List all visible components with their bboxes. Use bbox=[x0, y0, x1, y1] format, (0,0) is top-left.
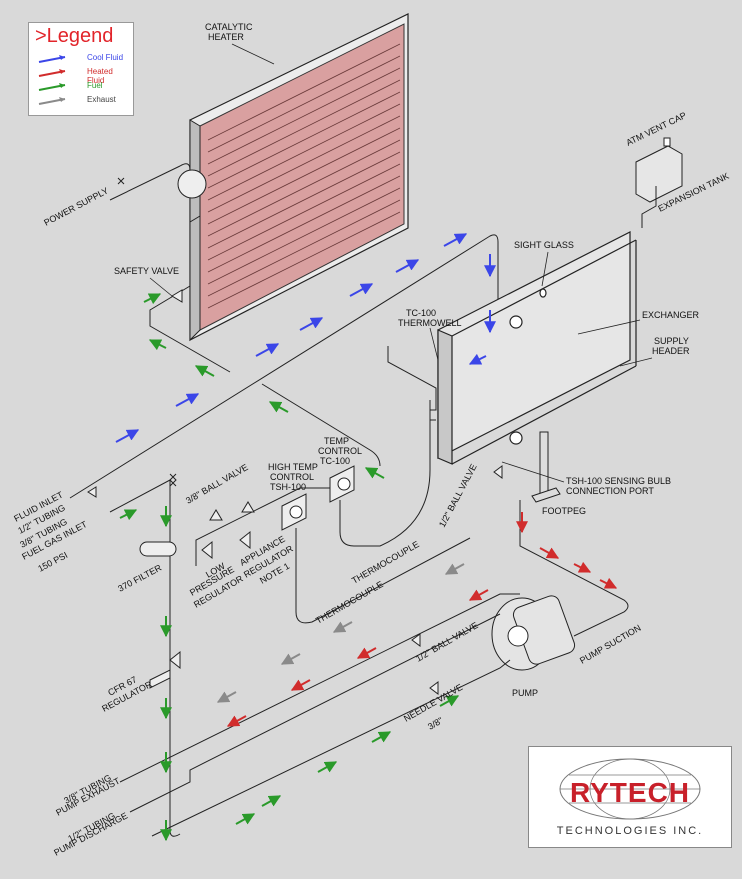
heated-return-pipe bbox=[261, 383, 381, 467]
lower-pipes bbox=[119, 500, 629, 837]
catalytic-heater bbox=[189, 13, 409, 342]
label-supply-header-2: HEADER bbox=[652, 346, 690, 356]
label-tsh-bulb-2: CONNECTION PORT bbox=[566, 486, 654, 496]
legend-item-exhaust: Exhaust bbox=[35, 95, 131, 107]
legend-title: >Legend bbox=[35, 25, 114, 47]
label-high-temp-1: HIGH TEMP bbox=[268, 462, 318, 472]
logo-wordmark: RYTECH bbox=[569, 777, 691, 808]
label-ball-valve-top: 1/2" BALL VALVE bbox=[437, 462, 479, 529]
heat-exchanger bbox=[437, 231, 637, 465]
label-needle-valve-2: 3/8" bbox=[426, 715, 445, 732]
footpeg bbox=[531, 431, 561, 503]
pump bbox=[491, 595, 576, 671]
label-supply-header-1: SUPPLY bbox=[654, 336, 689, 346]
label-power-supply: POWER SUPPLY bbox=[42, 185, 110, 227]
rytech-logo: RYTECH TECHNOLOGIES INC. bbox=[528, 746, 732, 848]
safety-valve-line bbox=[149, 215, 231, 373]
legend-item-cool: Cool Fluid bbox=[35, 53, 131, 65]
label-safety-valve: SAFETY VALVE bbox=[114, 266, 179, 276]
control-boxes bbox=[281, 465, 355, 531]
label-sight-glass: SIGHT GLASS bbox=[514, 240, 574, 250]
label-ball-valve-mid: 1/2" BALL VALVE bbox=[414, 620, 480, 664]
label-high-temp-2: CONTROL bbox=[270, 472, 314, 482]
expansion-tank bbox=[635, 137, 683, 228]
exhaust-arrows bbox=[216, 563, 465, 703]
thermocouple-wires bbox=[295, 420, 471, 624]
legend-label: Heated Fluid bbox=[87, 67, 113, 85]
label-footpeg: FOOTPEG bbox=[542, 506, 586, 516]
cool-arrow-icon bbox=[38, 55, 66, 63]
leader-lines bbox=[149, 43, 653, 483]
label-pump-discharge: PUMP DISCHARGE bbox=[52, 811, 129, 858]
globe-icon bbox=[559, 758, 701, 820]
thermowell-bracket bbox=[387, 346, 437, 421]
filter-icon bbox=[139, 541, 177, 557]
cool-fluid-arrows bbox=[115, 233, 496, 443]
label-tc100-1: TC-100 bbox=[406, 308, 436, 318]
label-high-temp-3: TSH-100 bbox=[270, 482, 306, 492]
label-tsh-bulb-1: TSH-100 SENSING BULB bbox=[566, 476, 671, 486]
exhaust-arrow-icon bbox=[38, 97, 66, 105]
label-atm-vent-cap: ATM VENT CAP bbox=[624, 110, 687, 148]
regulator-icon bbox=[149, 501, 255, 689]
legend-label: Fuel bbox=[87, 81, 103, 90]
heated-fluid-arrows bbox=[226, 512, 618, 727]
label-temp-control-1: TEMP bbox=[324, 436, 349, 446]
label-pump: PUMP bbox=[512, 688, 538, 698]
label-psi: 150 PSI bbox=[36, 550, 69, 574]
legend: >Legend Cool Fluid Heated Fluid Fuel Exh… bbox=[28, 22, 134, 116]
heated-arrow-icon bbox=[38, 69, 66, 77]
label-exchanger: EXCHANGER bbox=[642, 310, 700, 320]
fuel-arrow-icon bbox=[38, 83, 66, 91]
label-tc100-2: THERMOWELL bbox=[398, 318, 462, 328]
logo-subtitle: TECHNOLOGIES INC. bbox=[556, 825, 704, 837]
label-thermocouple-b: THERMOCOUPLE bbox=[314, 579, 385, 626]
label-three-eighths-ball-valve: 3/8" BALL VALVE bbox=[184, 462, 250, 506]
label-catalytic-heater-1: CATALYTIC bbox=[205, 22, 253, 32]
power-supply-line bbox=[109, 163, 207, 201]
label-temp-control-3: TC-100 bbox=[320, 456, 350, 466]
legend-item-fuel: Fuel bbox=[35, 81, 131, 93]
legend-label: Exhaust bbox=[87, 95, 116, 104]
label-filter: 370 FILTER bbox=[116, 562, 163, 594]
legend-item-heated: Heated Fluid bbox=[35, 67, 131, 85]
fluid-inlet-pipe bbox=[69, 234, 499, 499]
label-catalytic-heater-2: HEATER bbox=[208, 32, 244, 42]
fuel-line bbox=[109, 473, 340, 837]
label-temp-control-2: CONTROL bbox=[318, 446, 362, 456]
valve-icons-lower bbox=[411, 465, 503, 695]
legend-label: Cool Fluid bbox=[87, 53, 124, 62]
fuel-arrows bbox=[119, 293, 460, 842]
power-supply-valve-icon bbox=[117, 177, 125, 185]
